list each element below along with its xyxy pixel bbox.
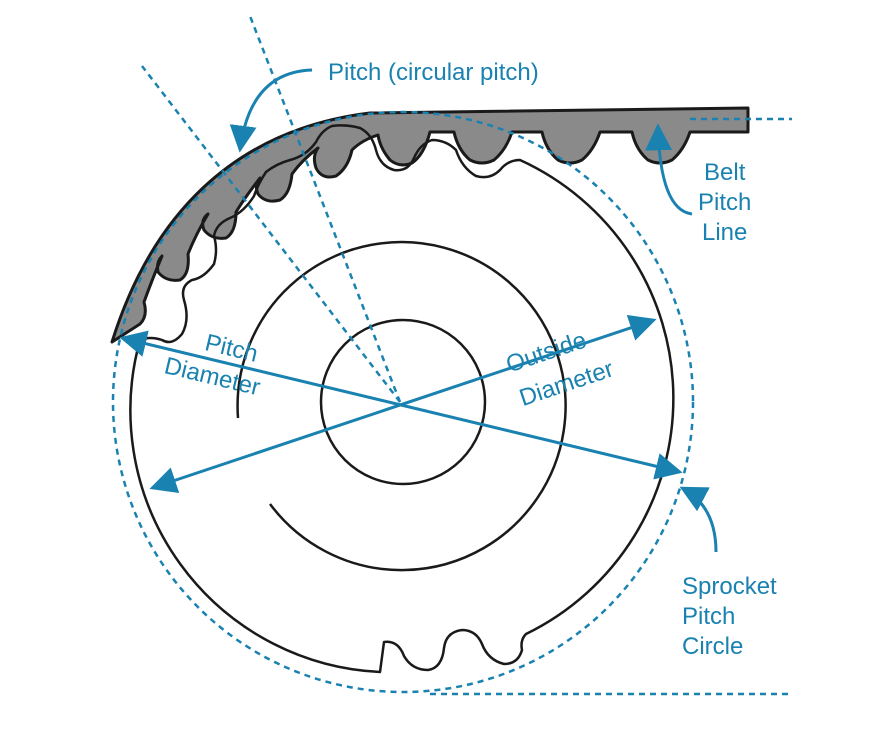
belt-pitch-line-callout-arrow: [645, 123, 693, 216]
pitch-label: Pitch (circular pitch): [328, 59, 539, 86]
belt-pitch-line-label-line-1: Belt: [704, 159, 746, 186]
sprocket-pitch-circle-callout-arrow: [679, 486, 718, 553]
callout-arrows: [229, 68, 718, 553]
belt-pitch-line-label: Belt Pitch Line: [698, 159, 751, 246]
pitch-callout-arrow: [229, 68, 313, 153]
outside-diameter-arrow: [149, 314, 657, 494]
sprocket-pitch-circle-label-line-2: Pitch: [682, 603, 735, 630]
sprocket-pitch-circle: [111, 110, 695, 694]
sprocket-pitch-circle-label-line-1: Sprocket: [682, 573, 777, 600]
sprocket-pitch-circle-label: Sprocket Pitch Circle: [682, 573, 777, 660]
timing-belt: [110, 106, 750, 344]
diameter-arrows: [119, 314, 683, 494]
belt-pitch-line-label-line-2: Pitch: [698, 189, 751, 216]
sprocket-hub: [319, 318, 487, 486]
sprocket-pitch-circle-label-line-3: Circle: [682, 633, 743, 660]
belt-band: [110, 106, 750, 344]
belt-pitch-line-label-line-3: Line: [702, 219, 747, 246]
